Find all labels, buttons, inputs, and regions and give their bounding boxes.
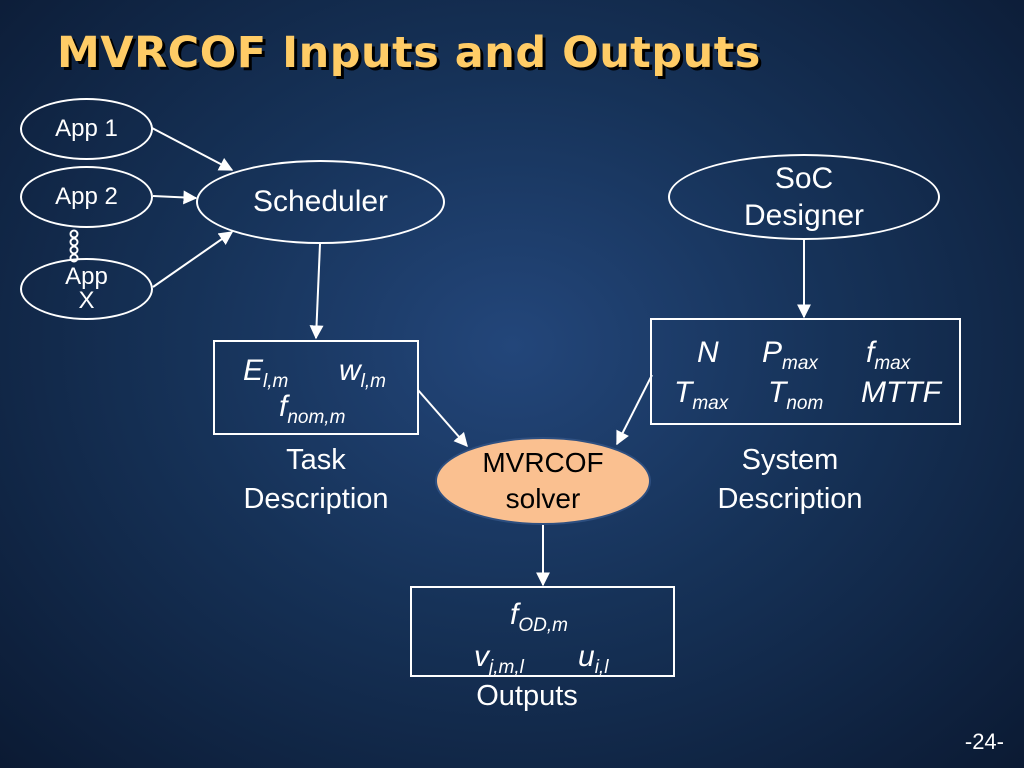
system-description-box: N Pmax fmax Tmax Tnom MTTF bbox=[650, 318, 961, 425]
arrow-appx-scheduler bbox=[152, 231, 234, 288]
output-v-symbol: v bbox=[474, 640, 489, 673]
soc-designer-label-line1: SoC bbox=[774, 161, 834, 195]
system-tmax-subscript: max bbox=[692, 393, 729, 414]
task-caption-line2: Description bbox=[243, 483, 389, 516]
slide-number: -24- bbox=[964, 729, 1004, 754]
system-p-symbol: P bbox=[762, 336, 783, 369]
soc-designer-node: SoC Designer bbox=[668, 154, 940, 240]
system-mttf-symbol: MTTF bbox=[861, 376, 941, 409]
slide-title: MVRCOF Inputs and Outputs bbox=[57, 28, 761, 78]
task-description-box: El,m wl,m fnom,m bbox=[213, 340, 419, 435]
task-e-symbol: E bbox=[243, 354, 264, 387]
app-1-label: App 1 bbox=[55, 115, 118, 142]
ellipsis-dots bbox=[69, 229, 79, 263]
output-u-symbol: u bbox=[578, 640, 595, 673]
task-e-subscript: l,m bbox=[263, 371, 289, 392]
app-2-node: App 2 bbox=[20, 166, 153, 228]
task-f-symbol: f bbox=[279, 390, 288, 423]
task-description-caption: Task Description bbox=[216, 441, 416, 519]
output-v-subscript: j,m,l bbox=[489, 657, 524, 678]
outputs-box: fOD,m vj,m,l ui,l bbox=[410, 586, 675, 678]
task-f-subscript: nom,m bbox=[287, 407, 346, 428]
solver-label-line2: solver bbox=[505, 483, 581, 514]
system-n-symbol: N bbox=[697, 336, 719, 369]
arrow-scheduler-task bbox=[309, 243, 324, 340]
task-w-subscript: l,m bbox=[360, 371, 386, 392]
app-x-label-line2: X bbox=[78, 287, 95, 314]
output-f-subscript: OD,m bbox=[518, 615, 568, 636]
system-tnom-symbol: T bbox=[768, 376, 787, 409]
arrow-system-solver bbox=[616, 374, 653, 446]
system-caption-line1: System bbox=[741, 444, 839, 476]
system-f-symbol: f bbox=[866, 336, 875, 369]
arrow-app1-scheduler bbox=[151, 127, 234, 171]
system-description-caption: System Description bbox=[690, 441, 890, 519]
outputs-caption: Outputs bbox=[476, 680, 578, 712]
app-1-node: App 1 bbox=[20, 98, 153, 160]
scheduler-node: Scheduler bbox=[196, 160, 445, 244]
output-f-symbol: f bbox=[510, 598, 519, 631]
soc-designer-label-line2: Designer bbox=[743, 199, 865, 232]
system-f-subscript: max bbox=[874, 353, 911, 374]
arrow-app2-scheduler bbox=[152, 190, 198, 205]
output-u-subscript: i,l bbox=[594, 657, 609, 678]
system-tmax-symbol: T bbox=[674, 376, 693, 409]
arrow-task-solver bbox=[417, 389, 468, 448]
system-caption-line2: Description bbox=[717, 483, 863, 516]
app-x-node: App X bbox=[20, 258, 153, 320]
mvrcof-solver-node: MVRCOF solver bbox=[435, 437, 651, 525]
app-2-label: App 2 bbox=[55, 183, 118, 210]
task-caption-line1: Task bbox=[286, 444, 346, 476]
task-w-symbol: w bbox=[339, 354, 361, 387]
scheduler-label: Scheduler bbox=[252, 185, 389, 218]
solver-label-line1: MVRCOF bbox=[482, 446, 604, 478]
app-x-label-line1: App bbox=[65, 263, 108, 290]
system-tnom-subscript: nom bbox=[786, 393, 824, 414]
system-p-subscript: max bbox=[782, 353, 818, 374]
